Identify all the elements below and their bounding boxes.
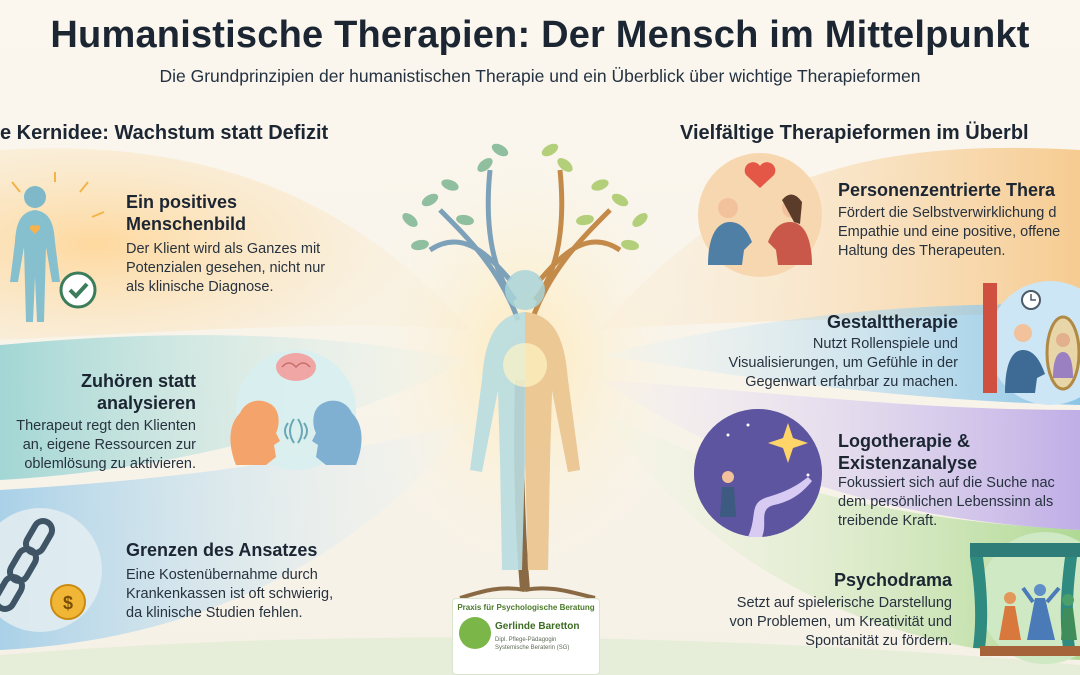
card-psychodrama-title: Psychodrama bbox=[700, 569, 952, 591]
card-text-line: Der Klient wird als Ganzes mit bbox=[126, 241, 321, 257]
leaf-logo-icon bbox=[459, 617, 491, 649]
card-text-line: als klinische Diagnose. bbox=[126, 279, 274, 295]
left-section-heading: e Kernidee: Wachstum statt Defizit bbox=[0, 122, 329, 144]
card-title-line: Ein positives bbox=[126, 192, 238, 212]
card-text-line: Empathie und eine positive, offene bbox=[838, 224, 1061, 240]
card-text-line: Haltung des Therapeuten. bbox=[838, 243, 1006, 259]
card-text-line: dem persönlichen Lebenssinn als bbox=[838, 494, 1054, 510]
tree-person-icon bbox=[402, 143, 648, 600]
card-title-line: Personenzentrierte Thera bbox=[838, 180, 1056, 200]
listening-heads-icon bbox=[230, 350, 362, 470]
card-title-line: Gestalttherapie bbox=[826, 312, 958, 332]
card-limits-text: Eine Kostenübernahme durch Krankenkassen… bbox=[126, 566, 386, 623]
card-text-line: da klinische Studien fehlen. bbox=[126, 605, 303, 621]
card-text-line: Krankenkassen ist oft schwierig, bbox=[126, 586, 334, 602]
card-text-line: Potenzialen gesehen, nicht nur bbox=[126, 260, 326, 276]
logo-qualification-1: Dipl. Pflege-Pädagogin bbox=[495, 637, 557, 643]
card-text-line: Nutzt Rollenspiele und bbox=[812, 336, 958, 352]
card-title-line: Menschenbild bbox=[126, 214, 247, 234]
two-people-heart-icon bbox=[698, 153, 822, 277]
svg-text:$: $ bbox=[63, 593, 73, 613]
card-text-line: Visualisierungen, um Gefühle in der bbox=[728, 355, 958, 371]
card-text-line: Spontanität zu fördern. bbox=[805, 633, 952, 649]
practice-logo: Praxis für Psychologische Beratung Gerli… bbox=[452, 598, 600, 675]
card-title-line: Zuhören statt bbox=[81, 371, 196, 391]
card-gestalt-text: Nutzt Rollenspiele und Visualisierungen,… bbox=[690, 335, 958, 392]
mirror-figure-icon bbox=[983, 281, 1080, 405]
card-text-line: Eine Kostenübernahme durch bbox=[126, 567, 318, 583]
card-text-line: Setzt auf spielerische Darstellung bbox=[736, 595, 952, 611]
card-title-line: Logotherapie & bbox=[838, 431, 971, 451]
stage-theater-icon bbox=[970, 532, 1080, 664]
card-text-line: Therapeut regt den Klienten bbox=[16, 418, 196, 434]
glowing-figure-icon bbox=[10, 172, 105, 322]
chain-coin-icon: $ bbox=[0, 508, 102, 632]
path-star-icon bbox=[694, 409, 822, 537]
card-text-line: Gegenwart erfahrbar zu machen. bbox=[745, 374, 958, 390]
card-logotherapy-text: Fokussiert sich auf die Suche nac dem pe… bbox=[838, 474, 1078, 531]
logo-person-name: Gerlinde Baretton bbox=[495, 621, 580, 632]
card-title-line: analysieren bbox=[96, 393, 196, 413]
card-positive-view-text: Der Klient wird als Ganzes mit Potenzial… bbox=[126, 240, 386, 297]
card-text-line: Fokussiert sich auf die Suche nac bbox=[838, 475, 1055, 491]
card-listening-title: Zuhören statt analysieren bbox=[0, 370, 196, 414]
card-psychodrama-text: Setzt auf spielerische Darstellung von P… bbox=[690, 594, 952, 651]
page-subtitle: Die Grundprinzipien der humanistischen T… bbox=[159, 66, 921, 86]
card-text-line: von Problemen, um Kreativität und bbox=[729, 614, 952, 630]
card-title-line: Psychodrama bbox=[833, 570, 952, 590]
logo-practice-name: Praxis für Psychologische Beratung bbox=[457, 603, 595, 612]
page-title: Humanistische Therapien: Der Mensch im M… bbox=[50, 14, 1030, 56]
card-logotherapy-title: Logotherapie & Existenzanalyse bbox=[838, 430, 1078, 474]
card-text-line: treibende Kraft. bbox=[838, 513, 938, 529]
card-text-line: oblemlösung zu aktivieren. bbox=[24, 456, 196, 472]
card-limits-title: Grenzen des Ansatzes bbox=[126, 539, 386, 561]
card-positive-view-title: Ein positives Menschenbild bbox=[126, 191, 376, 235]
right-section-heading: Vielfältige Therapieformen im Überbl bbox=[680, 122, 1029, 144]
card-text-line: an, eigene Ressourcen zur bbox=[22, 437, 196, 453]
logo-qualification-2: Systemische Beraterin (SG) bbox=[495, 645, 570, 651]
card-person-centered-text: Fördert die Selbstverwirklichung d Empat… bbox=[838, 204, 1078, 261]
card-text-line: Fördert die Selbstverwirklichung d bbox=[838, 205, 1057, 221]
card-title-line: Grenzen des Ansatzes bbox=[126, 540, 318, 560]
card-listening-text: Therapeut regt den Klienten an, eigene R… bbox=[0, 417, 196, 474]
card-gestalt-title: Gestalttherapie bbox=[700, 311, 958, 333]
card-person-centered-title: Personenzentrierte Thera bbox=[838, 179, 1078, 201]
card-title-line: Existenzanalyse bbox=[838, 453, 978, 473]
